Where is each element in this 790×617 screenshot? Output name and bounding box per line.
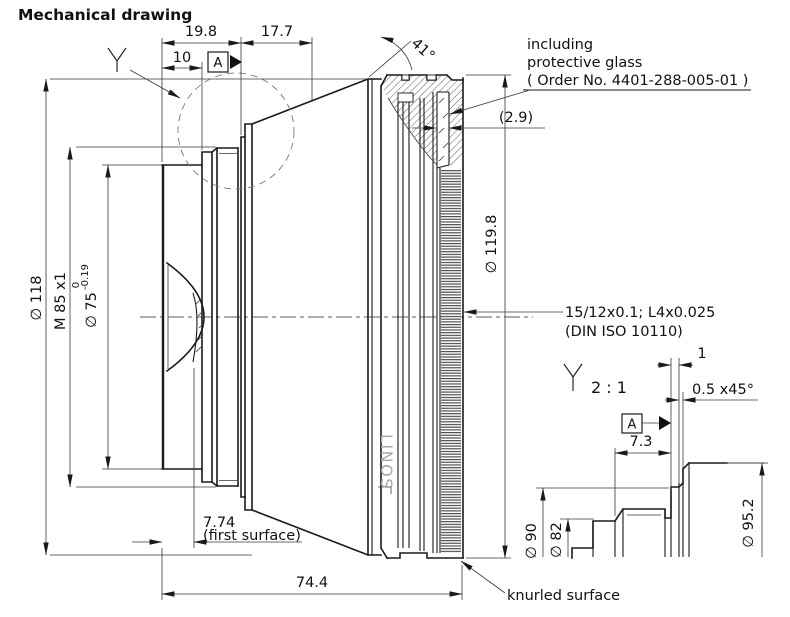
- front-bezel: [378, 73, 464, 560]
- dim-7-74: 7.74: [203, 515, 235, 531]
- dim-10: 10: [173, 50, 191, 66]
- note-protective-glass: protective glass: [527, 55, 642, 71]
- dim-dia90: ∅ 90: [524, 523, 540, 559]
- note-including: including: [527, 37, 593, 53]
- dim-dia82: ∅ 82: [549, 522, 565, 558]
- knurl-texture: [441, 169, 461, 553]
- page-title: Mechanical drawing: [18, 6, 192, 24]
- main-view-notes: including protective glass ( Order No. 4…: [449, 37, 751, 604]
- brand-label: LINOS: [377, 434, 396, 490]
- note-surface-spec-1: 15/12x0.1; L4x0.025: [565, 305, 715, 321]
- dim-dia75-tol-lower: -0.19: [80, 264, 91, 290]
- dim-m85: M 85 x1: [53, 272, 69, 330]
- datum-a-main: A: [207, 51, 242, 73]
- dim-2-9: (2.9): [499, 110, 533, 126]
- detail-view: 2 : 1 7.3 1 0.5 x45° A: [524, 346, 768, 559]
- dim-19-8: 19.8: [185, 24, 217, 40]
- datum-a-detail-label: A: [628, 418, 637, 433]
- datum-a-main-label: A: [214, 56, 223, 71]
- note-surface-spec-2: (DIN ISO 10110): [565, 324, 683, 340]
- dim-74-4: 74.4: [296, 575, 328, 591]
- dim-dia75-tol-upper: 0: [71, 282, 82, 288]
- detail-indicator-circle: [177, 72, 295, 190]
- dim-dia952: ∅ 95.2: [741, 498, 757, 548]
- dim-dia1198: ∅ 119.8: [484, 215, 500, 274]
- dim-0-5x45: 0.5 x45°: [692, 382, 754, 398]
- note-knurled-surface: knurled surface: [507, 588, 620, 604]
- detail-scale: 2 : 1: [591, 378, 627, 397]
- dim-41deg: 41°: [408, 35, 438, 64]
- detail-view-label: 2 : 1: [563, 363, 627, 397]
- dim-7-3: 7.3: [629, 434, 652, 450]
- dim-17-7: 17.7: [261, 24, 293, 40]
- detail-profile: [571, 461, 765, 559]
- dim-dia118: ∅ 118: [29, 276, 45, 321]
- surface-symbol-main: [107, 47, 181, 99]
- datum-a-detail: A: [621, 413, 671, 434]
- retaining-clip: [397, 92, 414, 103]
- dim-dia75: ∅ 75: [84, 292, 100, 328]
- dim-1: 1: [697, 346, 706, 362]
- lens-element: [165, 261, 205, 373]
- main-view-dimensions: 19.8 17.7 10 A 41° ∅ 118 M 85 x1 ∅ 75 0 …: [29, 24, 545, 600]
- dim-first-surface: (first surface): [203, 528, 301, 544]
- note-order-no: ( Order No. 4401-288-005-01 ): [527, 73, 748, 89]
- main-view-body: LINOS: [140, 72, 533, 560]
